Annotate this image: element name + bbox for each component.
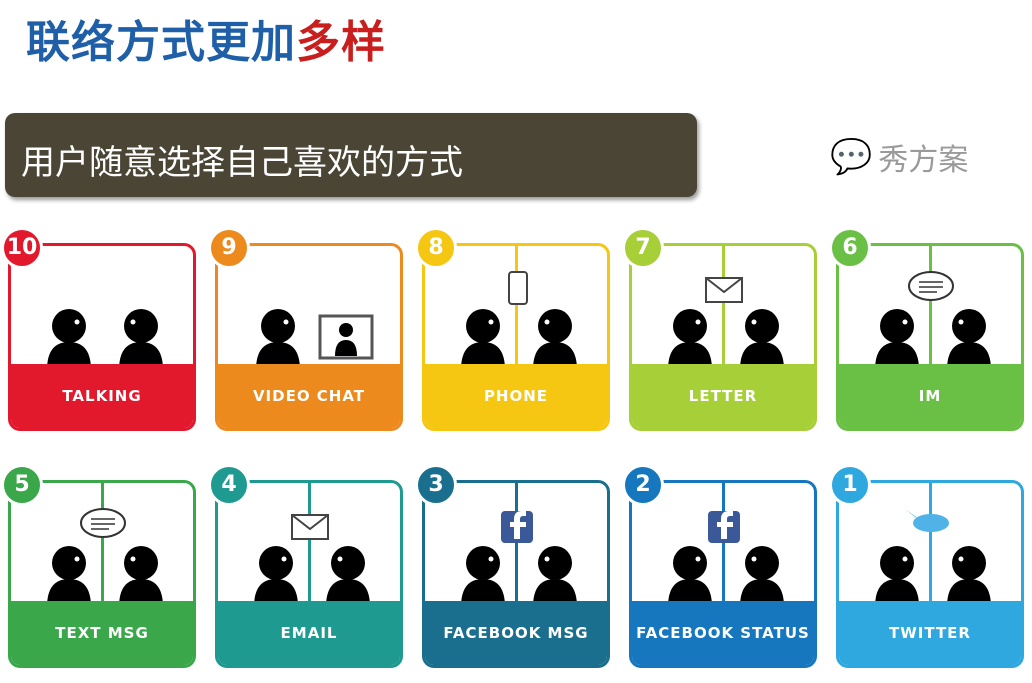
watermark: 💬秀方案 (830, 135, 968, 179)
card-label: VIDEO CHAT (218, 364, 400, 428)
card-letter: LETTER (629, 243, 817, 431)
card-im: IM (836, 243, 1024, 431)
video-screen (256, 309, 374, 370)
cell-phone-icon (461, 271, 577, 370)
divider (929, 246, 932, 370)
envelope-icon (668, 277, 784, 370)
rank-badge: 10 (1, 227, 43, 269)
card-label: TWITTER (839, 601, 1021, 665)
card-text-msg: TEXT MSG (8, 480, 196, 668)
rank-badge: 5 (1, 464, 43, 506)
rank-badge: 1 (829, 464, 871, 506)
card-facebook-msg: FACEBOOK MSG (422, 480, 610, 668)
chat-bubble-icon (47, 508, 163, 607)
title-highlight: 多样 (296, 17, 386, 68)
rank-badge: 9 (208, 227, 250, 269)
card-label: TALKING (11, 364, 193, 428)
card-label: EMAIL (218, 601, 400, 665)
subtitle-banner: 用户随意选择自己喜欢的方式 (5, 113, 697, 197)
chat-bubble-icon (875, 271, 991, 370)
divider (515, 483, 518, 607)
facebook-icon (461, 511, 577, 607)
twitter-bird-icon (875, 509, 991, 607)
card-label: LETTER (632, 364, 814, 428)
wechat-icon: 💬 (830, 137, 873, 177)
rank-badge: 7 (622, 227, 664, 269)
page-title: 联络方式更加多样 (26, 6, 386, 70)
card-talking: TALKING (8, 243, 196, 431)
rank-badge: 8 (415, 227, 457, 269)
divider (722, 246, 725, 370)
card-label: IM (839, 364, 1021, 428)
card-video-chat: VIDEO CHAT (215, 243, 403, 431)
card-label: FACEBOOK MSG (425, 601, 607, 665)
card-label: FACEBOOK STATUS (632, 601, 814, 665)
card-label: PHONE (425, 364, 607, 428)
card-email: EMAIL (215, 480, 403, 668)
envelope-icon (254, 514, 370, 607)
divider (515, 246, 518, 370)
rank-badge: 6 (829, 227, 871, 269)
facebook-icon (668, 511, 784, 607)
title-main: 联络方式更加 (26, 17, 296, 68)
divider (722, 483, 725, 607)
divider (929, 483, 932, 607)
card-facebook-status: FACEBOOK STATUS (629, 480, 817, 668)
talking-people (47, 309, 163, 370)
card-phone: PHONE (422, 243, 610, 431)
card-label: TEXT MSG (11, 601, 193, 665)
banner-text: 用户随意选择自己喜欢的方式 (21, 143, 463, 183)
card-twitter: TWITTER (836, 480, 1024, 668)
divider (101, 483, 104, 607)
rank-badge: 4 (208, 464, 250, 506)
rank-badge: 2 (622, 464, 664, 506)
divider (308, 483, 311, 607)
watermark-text: 秀方案 (878, 143, 969, 178)
rank-badge: 3 (415, 464, 457, 506)
